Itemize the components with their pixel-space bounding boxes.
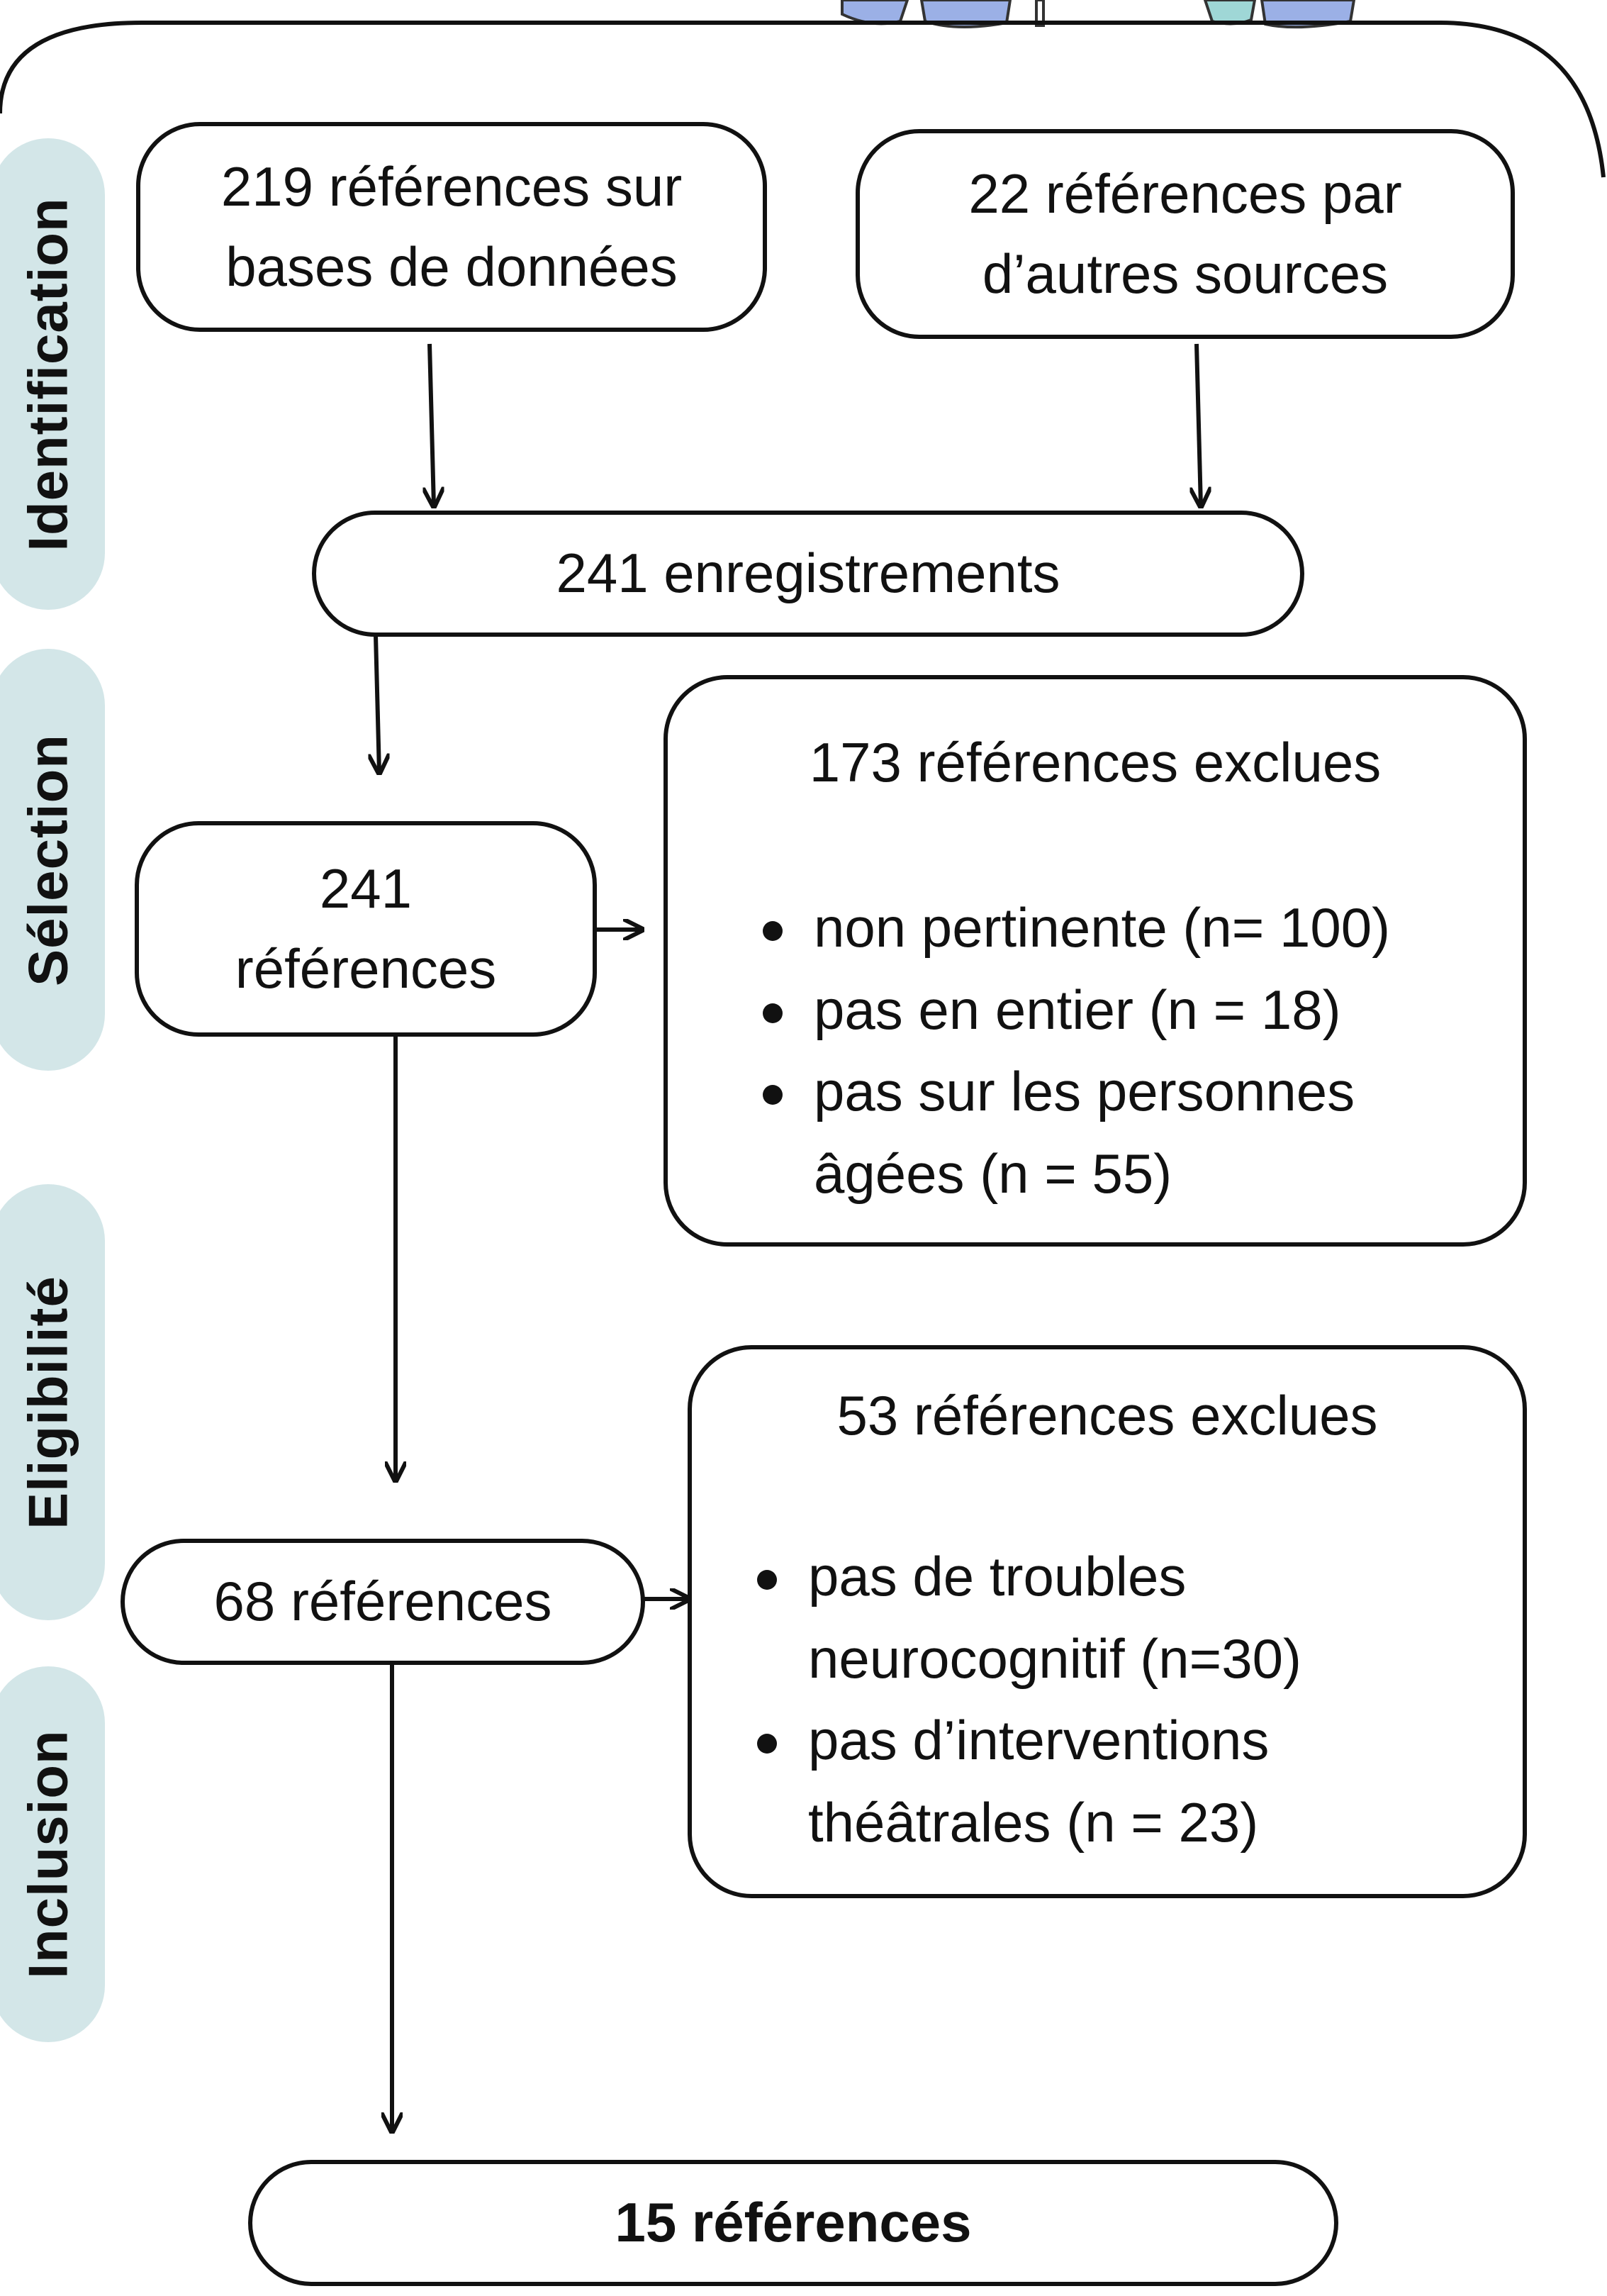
excluded-screening-title: 173 références exclues bbox=[809, 731, 1382, 793]
box-excluded-eligibility: 53 références exclues pas de troubles ne… bbox=[688, 1345, 1527, 1898]
outer-frame bbox=[0, 21, 1606, 178]
box-database-references: 219 références sur bases de données bbox=[136, 122, 767, 332]
list-item: pas d’interventions théâtrales (n = 23) bbox=[749, 1700, 1494, 1863]
phase-band-selection: Sélection bbox=[0, 649, 105, 1071]
box-excluded-screening: 173 références exclues non pertinente (n… bbox=[663, 675, 1527, 1247]
box-eligible-references-text: 68 références bbox=[213, 1570, 552, 1633]
list-item: pas sur les personnes âgées (n = 55) bbox=[754, 1051, 1494, 1215]
list-item: pas en entier (n = 18) bbox=[754, 969, 1494, 1051]
box-included-references-text: 15 références bbox=[615, 2191, 972, 2254]
phase-label-inclusion: Inclusion bbox=[16, 1729, 79, 1979]
phase-label-identification: Identification bbox=[16, 196, 79, 552]
box-other-source-references-text: 22 références par d’autres sources bbox=[968, 162, 1402, 305]
box-database-references-text: 219 références sur bases de données bbox=[220, 155, 683, 298]
excluded-eligibility-title: 53 références exclues bbox=[836, 1384, 1378, 1447]
box-eligible-references: 68 références bbox=[121, 1539, 645, 1665]
box-other-source-references: 22 références par d’autres sources bbox=[856, 129, 1515, 339]
box-screened-references: 241 références bbox=[135, 821, 597, 1037]
list-item: pas de troubles neurocognitif (n=30) bbox=[749, 1536, 1494, 1700]
box-records-text: 241 enregistrements bbox=[556, 542, 1060, 605]
list-item: non pertinente (n= 100) bbox=[754, 887, 1494, 969]
phase-label-selection: Sélection bbox=[16, 733, 79, 986]
box-included-references: 15 références bbox=[248, 2160, 1338, 2286]
excluded-screening-reasons: non pertinente (n= 100) pas en entier (n… bbox=[754, 887, 1494, 1215]
box-screened-references-text: 241 références bbox=[235, 857, 497, 1000]
phase-band-eligibility: Eligibilité bbox=[0, 1184, 105, 1620]
excluded-eligibility-reasons: pas de troubles neurocognitif (n=30) pas… bbox=[749, 1536, 1494, 1863]
box-records: 241 enregistrements bbox=[312, 511, 1304, 637]
phase-band-inclusion: Inclusion bbox=[0, 1666, 105, 2042]
phase-label-eligibility: Eligibilité bbox=[16, 1275, 79, 1529]
phase-band-identification: Identification bbox=[0, 138, 105, 610]
